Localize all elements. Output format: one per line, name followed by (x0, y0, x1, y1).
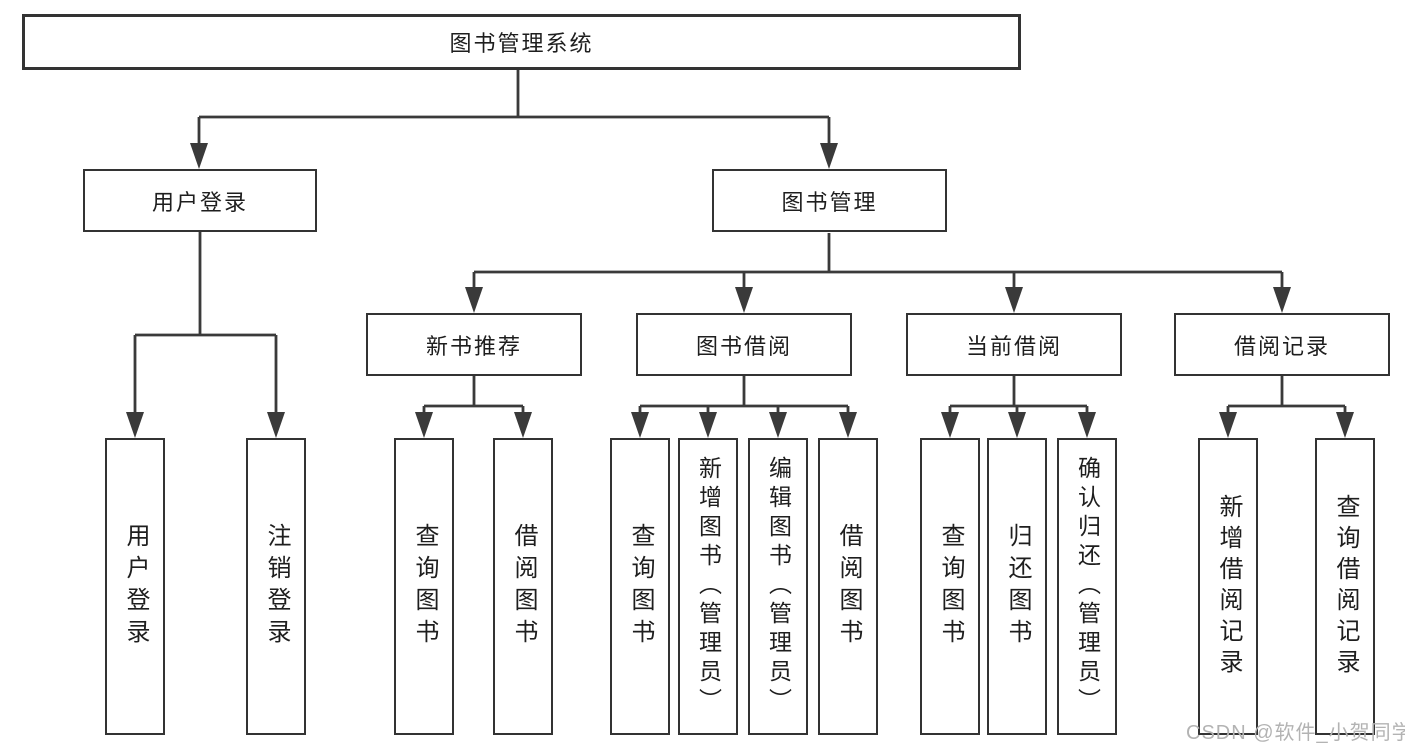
leaf-query-books-3: 查询图书 (920, 438, 980, 735)
node-current-borrow-label: 当前借阅 (965, 333, 1062, 359)
node-book-management: 图书管理 (712, 169, 947, 232)
leaf-return-books-label: 归还图书 (1004, 522, 1031, 651)
leaf-query-books-1: 查询图书 (394, 438, 454, 735)
node-root-label: 图书管理系统 (449, 31, 594, 56)
leaf-query-books-1-label: 查询图书 (411, 522, 438, 651)
leaf-confirm-return-admin-label: 确认归还（管理员） (1074, 456, 1101, 717)
leaf-logout: 注销登录 (246, 438, 306, 735)
leaf-borrow-books-1: 借阅图书 (493, 438, 553, 735)
leaf-borrow-books-2-label: 借阅图书 (835, 522, 862, 651)
leaf-add-books-admin: 新增图书（管理员） (678, 438, 738, 735)
leaf-query-borrow-record-label: 查询借阅记录 (1332, 493, 1359, 680)
leaf-query-books-2: 查询图书 (610, 438, 670, 735)
node-book-borrow-label: 图书借阅 (695, 333, 792, 359)
node-borrow-records-label: 借阅记录 (1233, 333, 1330, 359)
leaf-query-books-2-label: 查询图书 (627, 522, 654, 651)
leaf-logout-label: 注销登录 (263, 522, 290, 651)
node-book-management-label: 图书管理 (781, 189, 878, 215)
leaf-query-borrow-record: 查询借阅记录 (1315, 438, 1375, 735)
node-root-system: 图书管理系统 (22, 14, 1021, 70)
node-new-book-recommend-label: 新书推荐 (425, 333, 522, 359)
node-user-login: 用户登录 (83, 169, 317, 232)
node-book-borrow: 图书借阅 (636, 313, 852, 376)
leaf-user-login-label: 用户登录 (122, 522, 149, 651)
node-borrow-records: 借阅记录 (1174, 313, 1390, 376)
leaf-edit-books-admin-label: 编辑图书（管理员） (765, 456, 792, 717)
leaf-user-login: 用户登录 (105, 438, 165, 735)
leaf-add-borrow-record: 新增借阅记录 (1198, 438, 1258, 735)
leaf-confirm-return-admin: 确认归还（管理员） (1057, 438, 1117, 735)
csdn-watermark: CSDN @软件_小贺同学 (1186, 722, 1405, 744)
node-current-borrow: 当前借阅 (906, 313, 1122, 376)
leaf-borrow-books-2: 借阅图书 (818, 438, 878, 735)
leaf-borrow-books-1-label: 借阅图书 (510, 522, 537, 651)
leaf-query-books-3-label: 查询图书 (937, 522, 964, 651)
leaf-return-books: 归还图书 (987, 438, 1047, 735)
leaf-edit-books-admin: 编辑图书（管理员） (748, 438, 808, 735)
leaf-add-borrow-record-label: 新增借阅记录 (1215, 493, 1242, 680)
leaf-add-books-admin-label: 新增图书（管理员） (695, 456, 722, 717)
node-user-login-label: 用户登录 (151, 189, 248, 215)
node-new-book-recommend: 新书推荐 (366, 313, 582, 376)
